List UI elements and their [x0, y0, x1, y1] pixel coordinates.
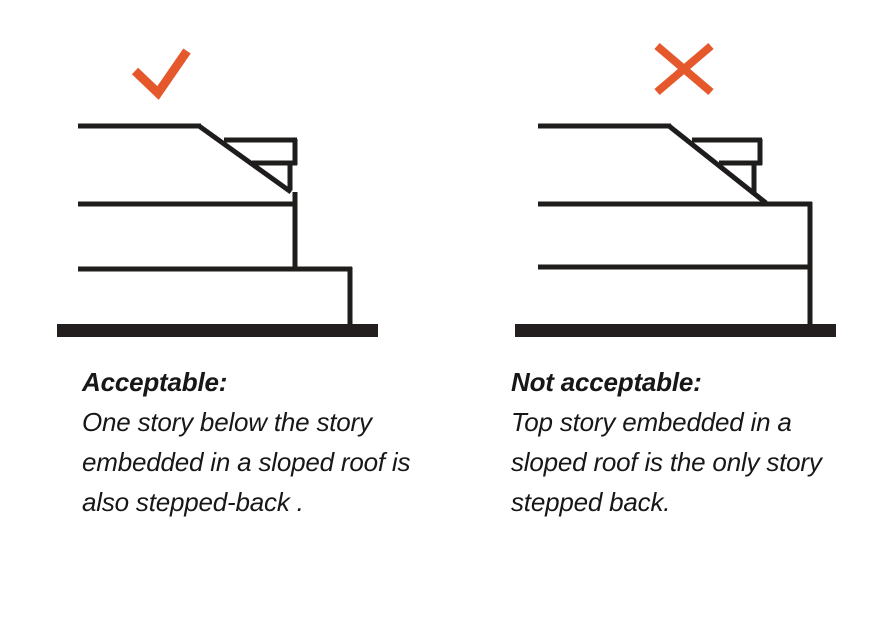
caption-acceptable: Acceptable: One story below the story em… — [82, 362, 412, 522]
building-section-diagram-not-acceptable — [515, 42, 836, 337]
caption-not-acceptable: Not acceptable: Top story embedded in a … — [511, 362, 851, 522]
caption-body-acceptable: One story below the story embedded in a … — [82, 407, 411, 517]
caption-title-not-acceptable: Not acceptable: — [511, 367, 702, 397]
caption-body-not-acceptable: Top story embedded in a sloped roof is t… — [511, 407, 822, 517]
cross-mark-icon — [654, 42, 714, 96]
check-mark-icon — [131, 48, 191, 100]
caption-title-acceptable: Acceptable: — [82, 367, 228, 397]
ground-bar — [515, 324, 836, 337]
building-outline-acceptable — [78, 123, 353, 330]
building-section-diagram-acceptable — [57, 48, 378, 337]
panel-not-acceptable: Not acceptable: Top story embedded in a … — [446, 0, 892, 638]
sloped-roof-line — [197, 123, 293, 195]
sloped-roof-line — [667, 124, 768, 205]
building-outline-not-acceptable — [538, 123, 813, 330]
ground-bar — [57, 324, 378, 337]
panel-acceptable: Acceptable: One story below the story em… — [57, 48, 412, 522]
